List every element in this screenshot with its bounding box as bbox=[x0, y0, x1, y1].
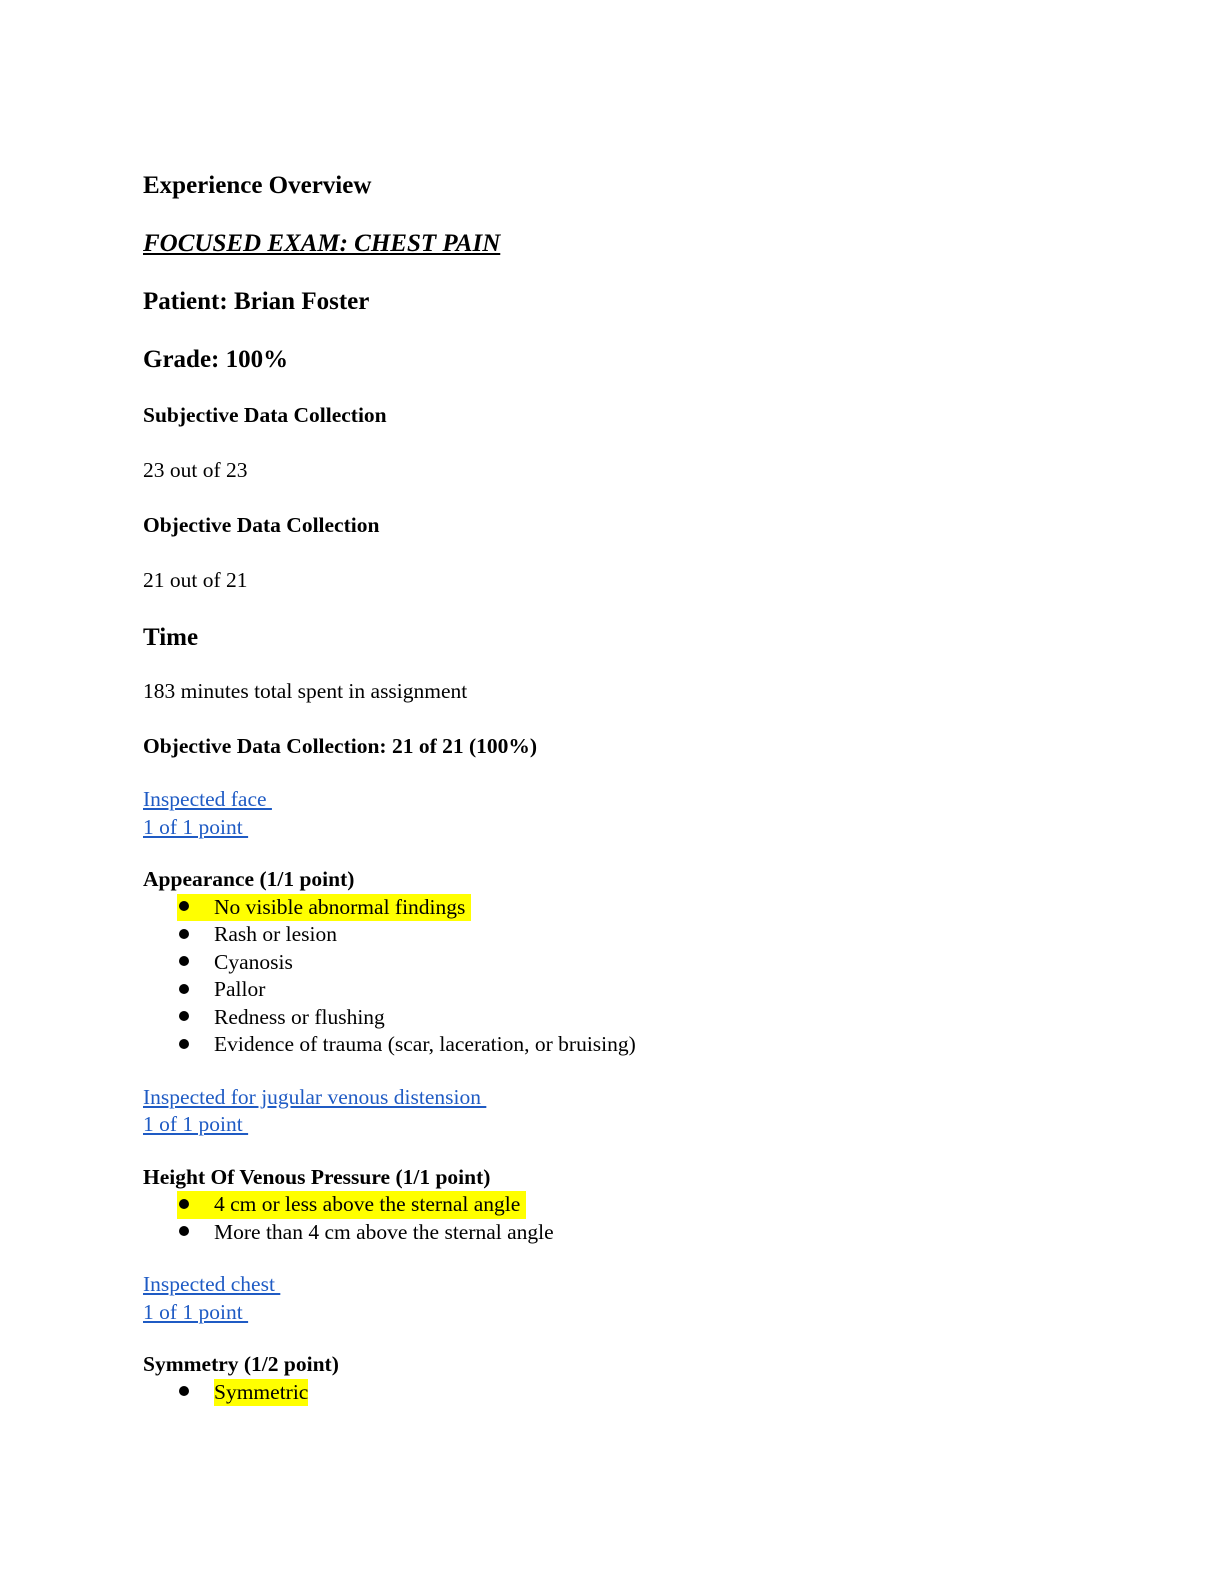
chest-points-link[interactable]: 1 of 1 point bbox=[143, 1299, 249, 1324]
symmetry-options: Symmetric bbox=[143, 1378, 1103, 1407]
option-rash-lesion: Rash or lesion bbox=[143, 921, 1103, 949]
option-4cm-or-less: 4 cm or less above the sternal angle bbox=[143, 1191, 1103, 1219]
subjective-heading: Subjective Data Collection bbox=[143, 403, 387, 427]
option-more-than-4cm: More than 4 cm above the sternal angle bbox=[143, 1219, 1103, 1247]
symmetry-question: Symmetry (1/2 point) bbox=[143, 1352, 339, 1376]
patient-name: Patient: Brian Foster bbox=[143, 288, 370, 315]
section-jvd: Inspected for jugular venous distension … bbox=[143, 1084, 1103, 1139]
exam-title: FOCUSED EXAM: CHEST PAIN bbox=[143, 230, 501, 257]
appearance-question: Appearance (1/1 point) bbox=[143, 867, 355, 891]
option-pallor: Pallor bbox=[143, 976, 1103, 1004]
objective-heading: Objective Data Collection bbox=[143, 513, 380, 537]
appearance-options: No visible abnormal findings Rash or les… bbox=[143, 893, 1103, 1059]
time-text: 183 minutes total spent in assignment bbox=[143, 679, 468, 703]
bullet-icon bbox=[177, 1191, 214, 1219]
option-trauma: Evidence of trauma (scar, laceration, or… bbox=[143, 1031, 1103, 1059]
option-symmetric: Symmetric bbox=[143, 1378, 1103, 1407]
jvd-points-link[interactable]: 1 of 1 point bbox=[143, 1112, 249, 1136]
inspected-face-link[interactable]: Inspected face bbox=[143, 787, 272, 811]
time-heading: Time bbox=[143, 624, 199, 651]
bullet-icon bbox=[177, 893, 214, 921]
inspected-chest-link[interactable]: Inspected chest bbox=[143, 1272, 281, 1296]
bullet-icon bbox=[177, 1031, 205, 1059]
objective-summary: Objective Data Collection: 21 of 21 (100… bbox=[143, 734, 538, 758]
inspected-jvd-link[interactable]: Inspected for jugular venous distension bbox=[143, 1084, 487, 1109]
venous-pressure-question: Height Of Venous Pressure (1/1 point) bbox=[143, 1164, 491, 1189]
bullet-icon bbox=[177, 949, 205, 977]
bullet-icon bbox=[177, 1379, 214, 1407]
bullet-icon bbox=[177, 976, 205, 1004]
option-no-visible-abnormal: No visible abnormal findings bbox=[143, 893, 1103, 921]
grade: Grade: 100% bbox=[143, 346, 289, 373]
bullet-icon bbox=[177, 1219, 205, 1247]
bullet-icon bbox=[177, 921, 205, 949]
section-face: Inspected face 1 of 1 point bbox=[143, 786, 1103, 841]
objective-score: 21 out of 21 bbox=[143, 568, 248, 592]
overview-heading: Experience Overview bbox=[143, 172, 372, 199]
venous-pressure-options: 4 cm or less above the sternal angle Mor… bbox=[143, 1191, 1103, 1246]
section-chest: Inspected chest 1 of 1 point bbox=[143, 1271, 1103, 1326]
document-page: Experience Overview FOCUSED EXAM: CHEST … bbox=[143, 168, 1103, 1431]
option-cyanosis: Cyanosis bbox=[143, 949, 1103, 977]
face-points-link[interactable]: 1 of 1 point bbox=[143, 814, 249, 839]
option-redness: Redness or flushing bbox=[143, 1004, 1103, 1032]
bullet-icon bbox=[177, 1004, 205, 1032]
subjective-score: 23 out of 23 bbox=[143, 458, 248, 482]
